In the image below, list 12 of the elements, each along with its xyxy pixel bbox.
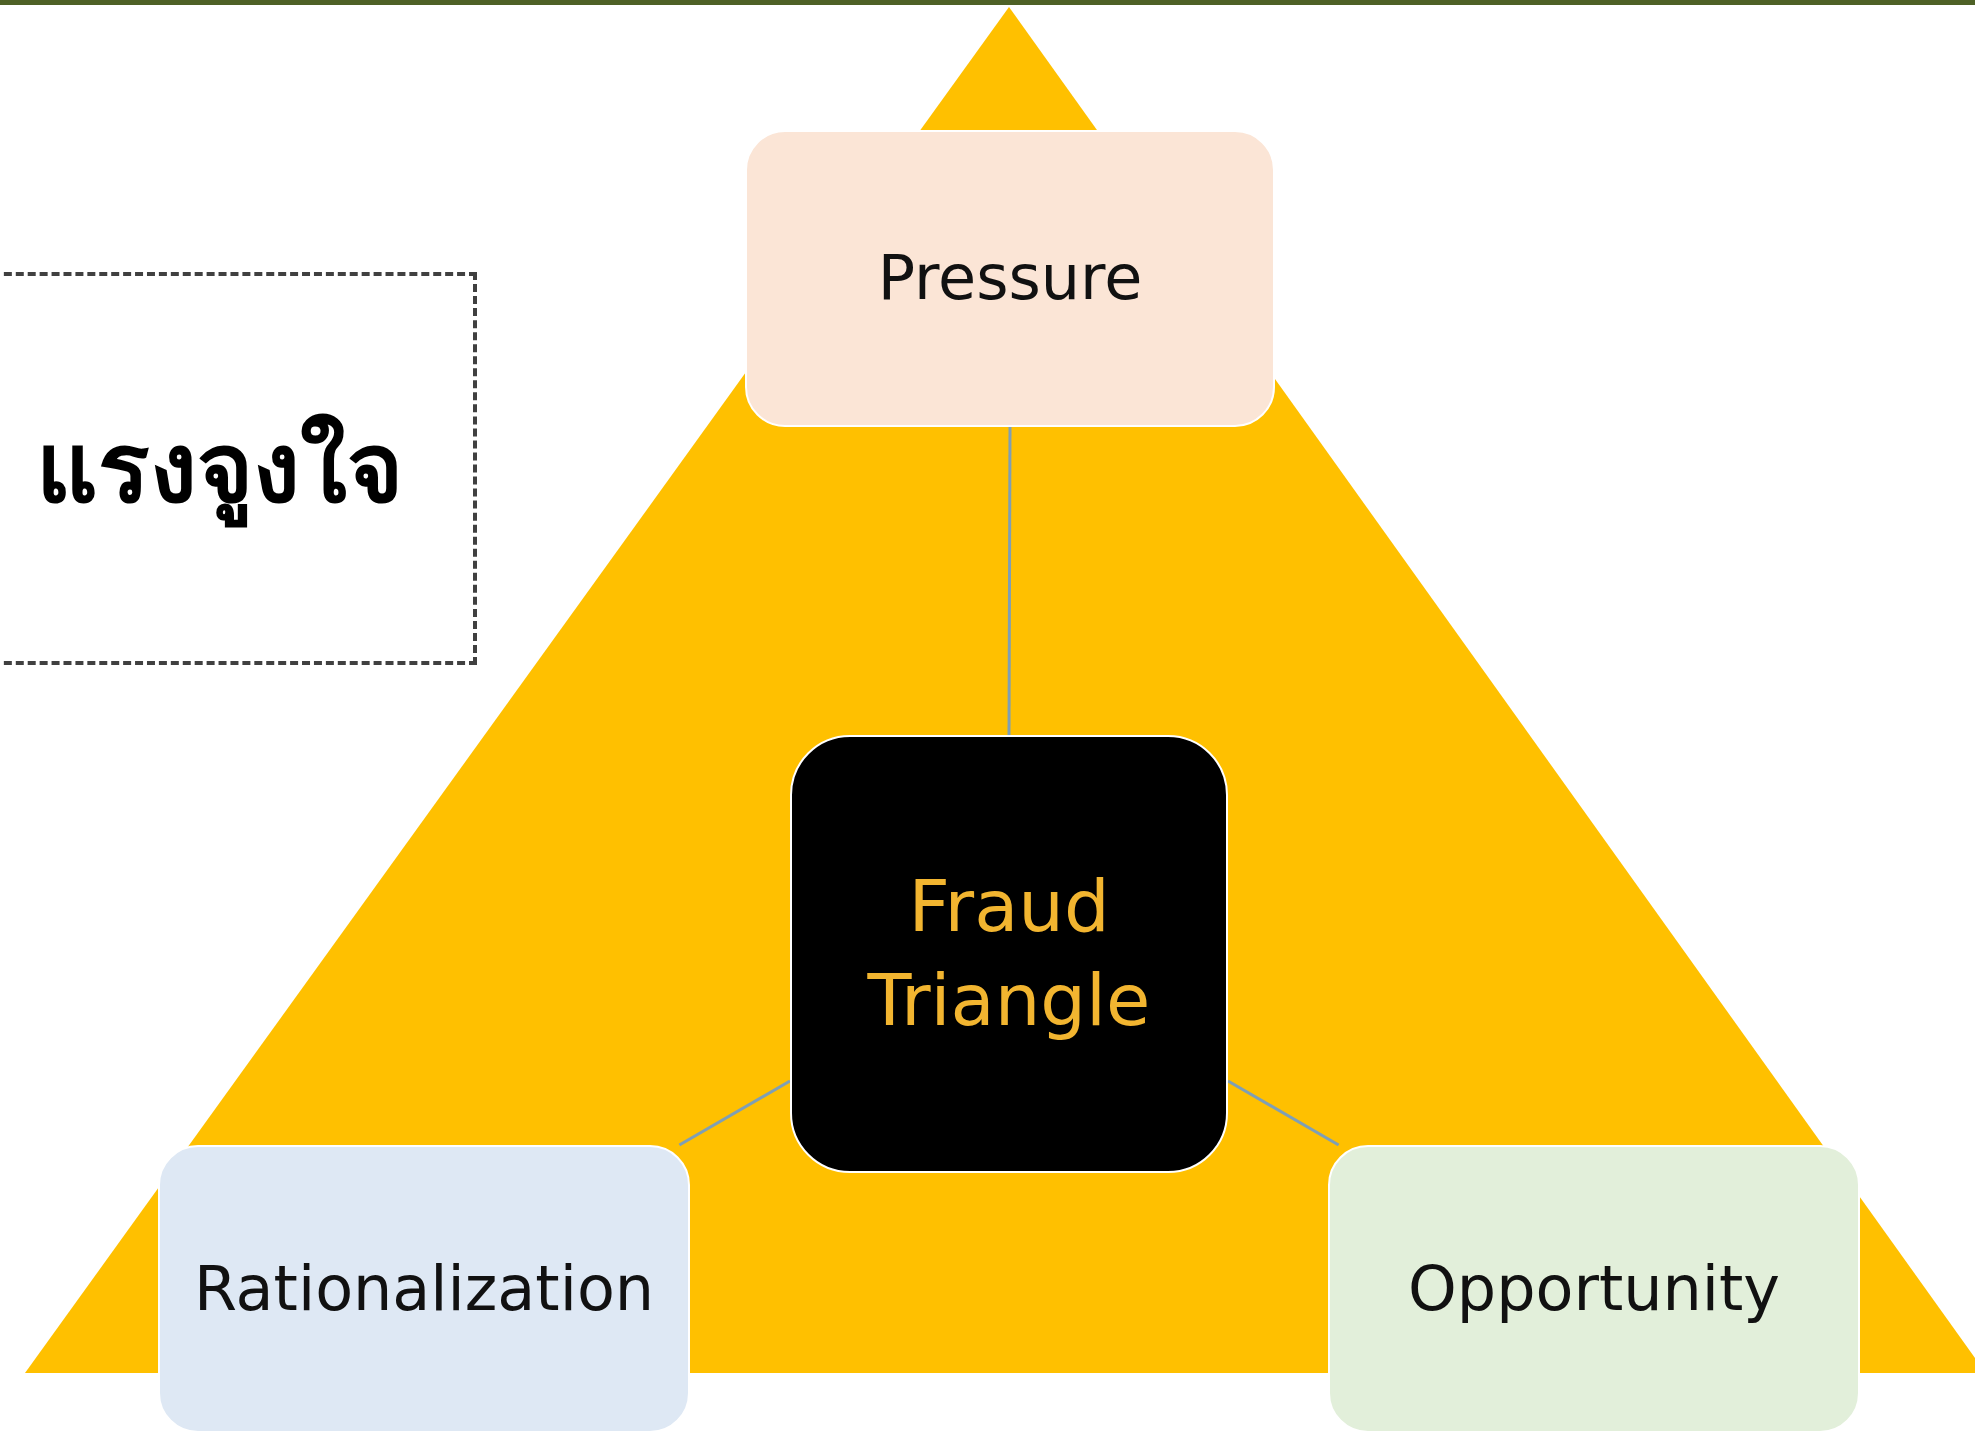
connector-line — [1227, 1079, 1340, 1147]
rounded-box — [790, 735, 1228, 1173]
rounded-box — [1328, 1145, 1860, 1433]
rounded-box — [158, 1145, 690, 1433]
connector-line — [1007, 427, 1012, 735]
node-label: Pressure — [877, 240, 1143, 317]
node-label: แรงจูงใจ — [36, 406, 403, 531]
node-label: Fraud Triangle — [866, 863, 1152, 1044]
rounded-box — [745, 130, 1275, 427]
connector-line — [678, 1079, 791, 1147]
node-label: Rationalization — [193, 1250, 655, 1327]
node-label: Opportunity — [1407, 1250, 1781, 1327]
